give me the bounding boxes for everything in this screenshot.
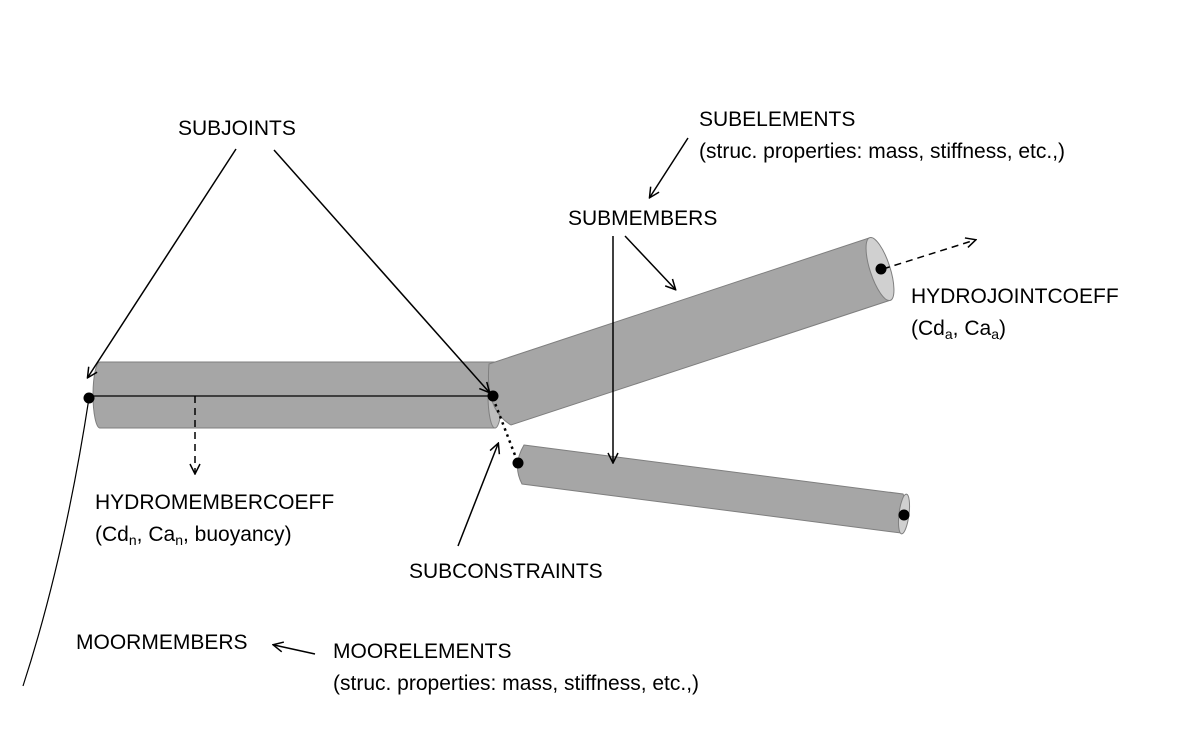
joint-dot-lower-start: [512, 457, 524, 469]
joint-dot-lower-end: [898, 509, 910, 521]
joint-dot-center: [487, 390, 499, 402]
subconstraints-arrow: [457, 444, 498, 547]
moormembers-label: MOORMEMBERS: [76, 631, 248, 654]
mooring-line: [22, 397, 90, 687]
hydrojointcoeff-params: (Cda, Caa): [911, 317, 1006, 342]
lower-inclined-member: [517, 444, 911, 535]
upper-inclined-member: [487, 236, 895, 426]
submembers-arrow-upper: [624, 235, 675, 289]
hydrojoint-arrow: [882, 240, 975, 270]
subconstraints-label: SUBCONSTRAINTS: [409, 560, 603, 583]
moorelements-arrow: [274, 645, 316, 655]
subelements-description: (struc. properties: mass, stiffness, etc…: [699, 140, 1066, 163]
subelements-label: SUBELEMENTS: [699, 108, 856, 131]
moorelements-description: (struc. properties: mass, stiffness, etc…: [333, 672, 700, 695]
hydromembercoeff-label: HYDROMEMBERCOEFF: [95, 491, 335, 514]
subelements-arrow: [650, 137, 689, 197]
hydromembercoeff-params: (Cdn, Can, buoyancy): [95, 523, 292, 548]
hydrojointcoeff-label: HYDROJOINTCOEFF: [911, 285, 1119, 308]
joint-dot-upper-end: [875, 263, 887, 275]
subjoints-arrow-left: [88, 148, 237, 377]
moorelements-label: MOORELEMENTS: [333, 640, 512, 663]
horizontal-member: [92, 361, 503, 429]
subconstraint-link: [491, 397, 520, 464]
subjoints-arrow-right: [273, 149, 489, 392]
subjoints-label: SUBJOINTS: [178, 117, 296, 140]
joint-dot-left: [83, 392, 95, 404]
submembers-label: SUBMEMBERS: [568, 207, 718, 230]
